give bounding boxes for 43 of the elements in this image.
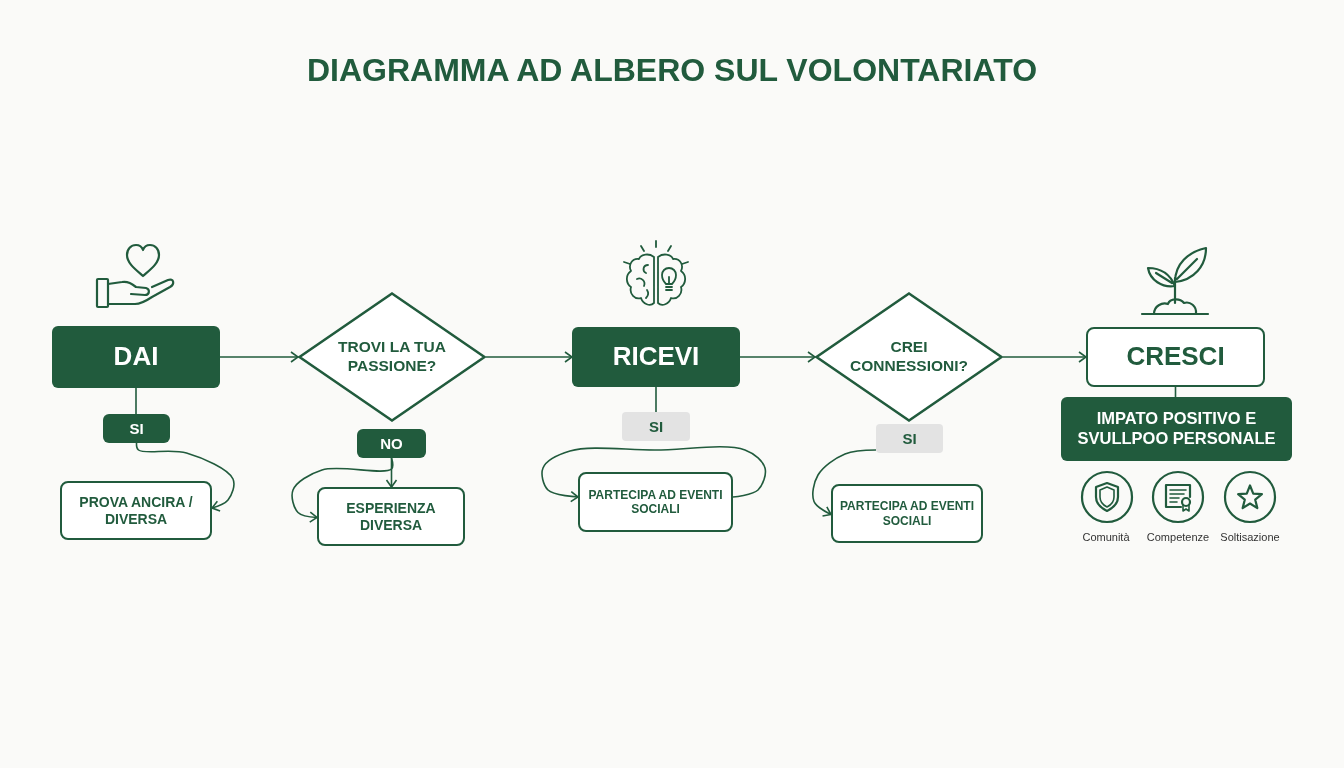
diagram-title: DIAGRAMMA AD ALBERO SUL VOLONTARIATO (306, 52, 1037, 89)
connector-line (1174, 386, 1177, 398)
arrow (541, 446, 767, 503)
arrow (812, 449, 877, 517)
arrow (135, 442, 235, 512)
question-label: CREI CONNESSIONI? (849, 338, 969, 376)
arrow (739, 351, 816, 363)
icon-caption: Soltisazione (1220, 531, 1280, 543)
connector-line (655, 386, 657, 413)
box-label: CRESCI (1126, 341, 1225, 373)
step-box (572, 327, 740, 387)
outcome-box (831, 484, 983, 543)
arrow (485, 351, 573, 363)
answer-badge (103, 414, 170, 443)
answer-label: NO (380, 434, 403, 453)
answer-badge (876, 424, 943, 453)
connector-line (135, 387, 137, 415)
box-label: PARTECIPA AD EVENTI SOCIALI (587, 487, 724, 517)
box-label: RICEVI (612, 341, 700, 373)
box-label: PARTECIPA AD EVENTI SOCIALI (839, 499, 975, 528)
answer-label: SI (902, 429, 917, 448)
arrow (219, 351, 299, 363)
box-label: ESPERIENZA DIVERSA (345, 499, 437, 534)
result-banner (1061, 397, 1292, 461)
arrow (291, 457, 394, 523)
step-box (1086, 327, 1265, 387)
decision-diamond (815, 292, 1003, 422)
question-label: TROVI LA TUA PASSIONE? (337, 338, 447, 376)
box-label: IMPATO POSITIVO E SVULLPOO PERSONALE (1076, 409, 1277, 449)
box-label: PROVA ANCIRA / DIVERSA (78, 493, 194, 528)
icon-caption: Competenze (1146, 531, 1210, 543)
answer-label: SI (648, 417, 664, 436)
step-box (52, 326, 220, 388)
box-label: DAI (113, 341, 159, 373)
arrow (1002, 351, 1087, 363)
outcome-box (578, 472, 733, 532)
decision-diamond (298, 292, 486, 422)
answer-badge (622, 412, 690, 441)
outcome-box (60, 481, 212, 540)
outcome-box (317, 487, 465, 546)
answer-badge (357, 429, 426, 458)
icon-caption: Comunità (1082, 531, 1130, 543)
answer-label: SI (129, 419, 144, 438)
